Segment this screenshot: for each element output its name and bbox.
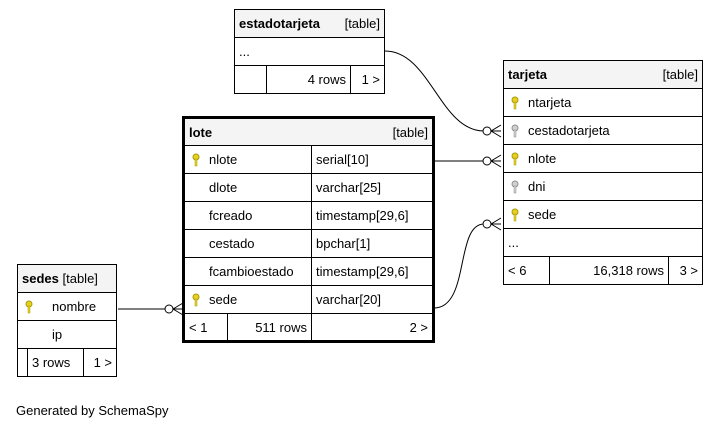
- column-row[interactable]: sede: [503, 200, 703, 229]
- more-columns-ellipsis: ...: [234, 37, 385, 66]
- primary-key-icon: [511, 96, 519, 110]
- table-lote[interactable]: lote [table] nlote serial[10] dlote varc…: [182, 116, 435, 343]
- table-name: lote: [189, 124, 213, 140]
- column-type: serial[10]: [310, 145, 435, 174]
- rel-lote-tarjeta-sede: [433, 223, 485, 309]
- column-type: timestamp[29,6]: [310, 201, 435, 230]
- column-row[interactable]: dlote varchar[25]: [183, 173, 435, 202]
- column-row[interactable]: cestadotarjeta: [503, 116, 703, 145]
- column-row[interactable]: nombre: [17, 292, 117, 321]
- primary-key-icon: [511, 152, 519, 166]
- column-row[interactable]: cestado bpchar[1]: [183, 229, 435, 258]
- row-count: 3 rows: [26, 348, 85, 377]
- column-row[interactable]: nlote: [503, 144, 703, 173]
- generated-by-footer: Generated by SchemaSpy: [16, 403, 169, 418]
- column-name: nombre: [52, 298, 97, 314]
- table-name: estadotarjeta: [239, 16, 320, 31]
- row-count: 511 rows: [227, 313, 312, 342]
- column-name: ip: [52, 327, 63, 342]
- column-name: sede: [209, 291, 238, 307]
- table-type-label: [table]: [344, 16, 380, 31]
- foreign-key-icon: [511, 180, 519, 194]
- column-name: fcreado: [209, 208, 253, 223]
- parents-cell: [234, 65, 267, 94]
- column-type: varchar[25]: [310, 173, 435, 202]
- row-count: 4 rows: [266, 65, 351, 94]
- column-name: nlote: [209, 151, 238, 167]
- table-sedes[interactable]: sedes [table] nombre ip 3 rows 1 >: [17, 264, 117, 377]
- primary-key-icon: [511, 208, 519, 222]
- column-name: fcambioestado: [209, 264, 294, 279]
- children-link[interactable]: 1 >: [83, 348, 117, 377]
- foreign-key-icon: [511, 124, 519, 138]
- column-row[interactable]: ip: [17, 320, 117, 349]
- children-link[interactable]: 1 >: [350, 65, 385, 94]
- column-name: sede: [528, 206, 557, 222]
- column-row[interactable]: ntarjeta: [503, 88, 703, 117]
- column-type: varchar[20]: [310, 285, 435, 314]
- column-name: nlote: [528, 150, 557, 166]
- column-row[interactable]: sede varchar[20]: [183, 285, 435, 314]
- rel-estadotarjeta-tarjeta: [384, 50, 485, 132]
- table-type-label: [table]: [62, 271, 98, 286]
- table-name: tarjeta: [508, 67, 548, 82]
- primary-key-icon: [192, 153, 200, 167]
- parents-link[interactable]: < 6: [503, 256, 550, 285]
- parents-cell: [17, 348, 28, 377]
- children-link[interactable]: 2 >: [310, 313, 435, 342]
- column-type: bpchar[1]: [310, 229, 435, 258]
- children-link[interactable]: 3 >: [668, 256, 703, 285]
- table-tarjeta[interactable]: tarjeta [table] ntarjeta cestadotarjeta …: [503, 60, 703, 285]
- row-count: 16,318 rows: [549, 256, 669, 285]
- parents-link[interactable]: < 1: [183, 313, 228, 342]
- column-row[interactable]: nlote serial[10]: [183, 145, 435, 174]
- column-row[interactable]: dni: [503, 172, 703, 201]
- primary-key-icon: [192, 293, 200, 307]
- column-name: dni: [528, 178, 546, 194]
- table-name: sedes: [22, 271, 59, 286]
- more-columns-ellipsis: ...: [503, 228, 703, 257]
- table-type-label: [table]: [662, 67, 698, 82]
- table-type-label: [table]: [392, 124, 428, 140]
- column-name: cestadotarjeta: [528, 122, 610, 138]
- table-estadotarjeta[interactable]: estadotarjeta [table] ... 4 rows 1 >: [234, 9, 385, 94]
- column-name: cestado: [209, 236, 255, 251]
- column-name: ntarjeta: [528, 94, 572, 110]
- column-row[interactable]: fcambioestado timestamp[29,6]: [183, 257, 435, 286]
- primary-key-icon: [25, 300, 33, 314]
- column-type: timestamp[29,6]: [310, 257, 435, 286]
- column-name: dlote: [209, 180, 238, 195]
- column-row[interactable]: fcreado timestamp[29,6]: [183, 201, 435, 230]
